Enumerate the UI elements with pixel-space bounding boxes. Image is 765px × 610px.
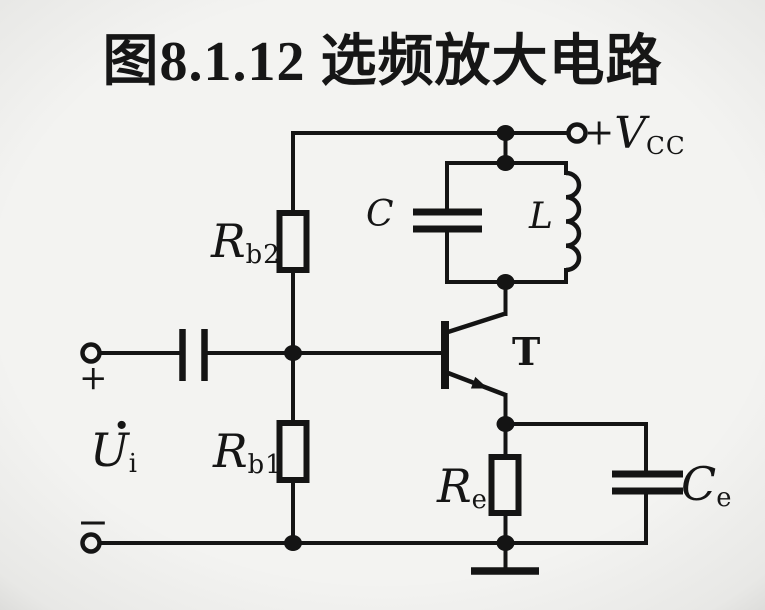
rb1-label: Rb1 (213, 428, 283, 479)
vcc-label: +VCC (584, 112, 686, 159)
junction-dot (496, 416, 515, 432)
inductor-coil (565, 170, 582, 273)
rb2-subscript: b2 (245, 240, 281, 271)
rb2-label: Rb2 (211, 218, 281, 269)
capacitor-c (413, 208, 482, 233)
transistor-label: T (512, 329, 541, 374)
re-subscript: e (471, 485, 488, 516)
input-plus-sign: + (79, 358, 108, 398)
junction-dot (496, 155, 515, 171)
junction-dot (496, 274, 515, 290)
inductor-l (565, 170, 582, 273)
figure-title: 图8.1.12 选频放大电路 (102, 31, 663, 93)
rb1-subscript: b1 (247, 450, 283, 481)
junction-dot (284, 345, 302, 361)
ce-symbol: C (681, 457, 717, 511)
resistor-rb2 (276, 210, 310, 273)
vcc-terminal (566, 122, 588, 144)
input-minus-sign: − (77, 500, 109, 544)
resistor-re (488, 454, 522, 516)
input-positive-terminal (80, 342, 102, 364)
emitter-arrow-icon (470, 376, 488, 389)
ce-subscript: e (716, 483, 733, 514)
vcc-symbol: V (614, 108, 647, 159)
vcc-subscript: CC (646, 130, 686, 160)
capacitor-ce (612, 470, 683, 495)
junction-dots (284, 125, 515, 551)
transistor-t (441, 311, 507, 398)
vcc-plus-sign: + (584, 111, 615, 154)
transistor-collector-lead (447, 311, 505, 335)
capacitor-c-label: C (366, 194, 394, 235)
junction-dot (284, 535, 302, 551)
re-symbol: R (437, 459, 472, 513)
ui-dot: · (114, 400, 130, 451)
junction-dot (496, 535, 515, 551)
junction-dot (496, 125, 515, 141)
coupling-capacitor (179, 329, 208, 381)
ui-subscript: i (128, 449, 139, 480)
inductor-l-label: L (529, 196, 553, 237)
ce-label: Ce (681, 461, 732, 512)
input-voltage-label: ·Ui (90, 404, 139, 480)
rb1-symbol: R (213, 424, 248, 478)
re-label: Re (437, 463, 488, 514)
rb2-symbol: R (211, 214, 246, 268)
resistor-rb1 (276, 420, 310, 483)
ui-symbol: U (90, 423, 129, 477)
input-negative-terminal (80, 532, 102, 554)
